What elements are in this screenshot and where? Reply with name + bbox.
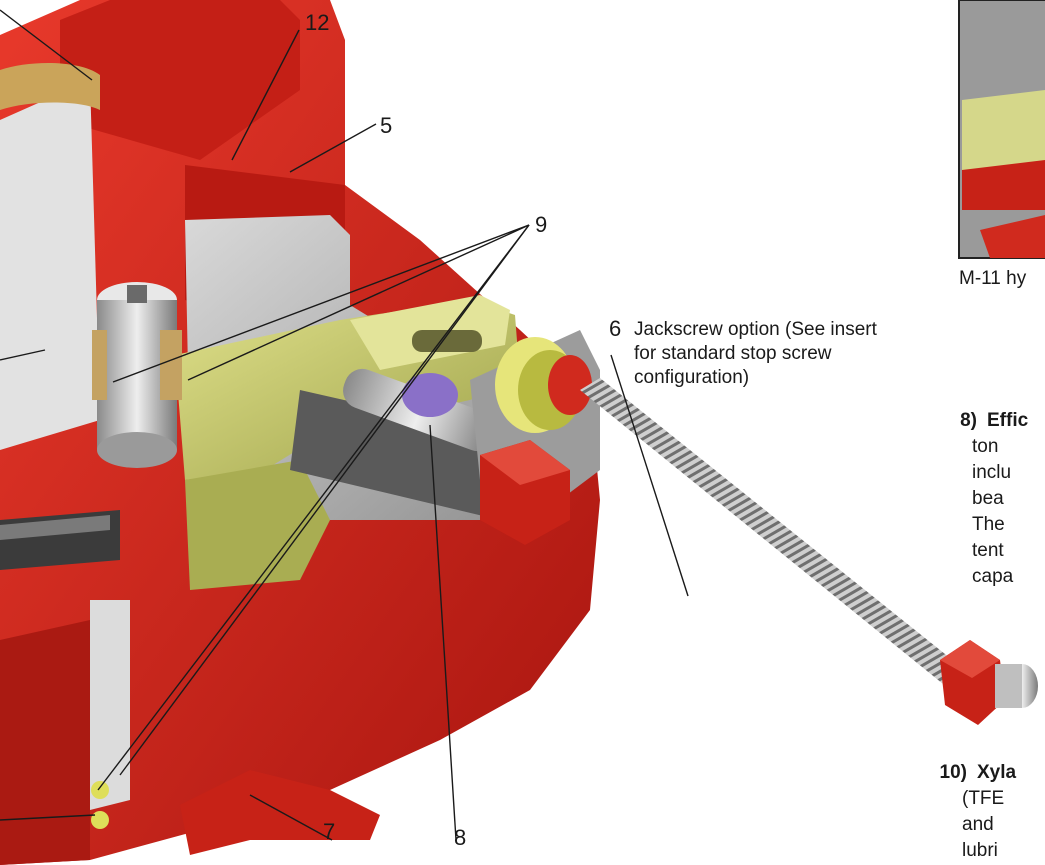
- list-item-10-line: and: [962, 814, 994, 835]
- jackscrew-note: 6 Jackscrew option (See insert for stand…: [609, 317, 904, 390]
- jackscrew: [580, 378, 1038, 725]
- inset-caption: M-11 hy: [959, 268, 1027, 289]
- callout-12: 12: [305, 10, 330, 35]
- list-item-8: 8) Effic ton inclu bea The tent capa: [929, 408, 1028, 590]
- list-item-10-title: Xyla: [977, 762, 1017, 783]
- callout-6: 6: [609, 316, 622, 341]
- list-item-10-line: (TFE: [962, 788, 1005, 809]
- list-item-8-label: 8): [960, 410, 977, 431]
- callout-9: 9: [535, 212, 548, 237]
- list-item-10-line: lubri: [962, 840, 998, 861]
- leader-lines: [0, 9, 689, 841]
- end-cap: [470, 330, 600, 545]
- callout-7: 7: [323, 819, 336, 844]
- jackscrew-note-text: Jackscrew option (See insert for standar…: [634, 319, 877, 388]
- list-item-8-line: inclu: [972, 462, 1012, 483]
- list-item-8-line: bea: [972, 488, 1004, 509]
- list-item-10-label: 10): [939, 762, 967, 783]
- callout-5: 5: [380, 113, 393, 138]
- list-item-8-line: ton: [972, 436, 999, 457]
- yoke-pin: [92, 282, 182, 468]
- callout-8: 8: [454, 825, 467, 850]
- mounting-feet: [0, 600, 380, 865]
- inset-image: [958, 0, 1045, 259]
- list-item-8-line: tent: [972, 540, 1004, 561]
- piston-rod: [0, 368, 520, 570]
- list-item-8-line: capa: [972, 566, 1014, 587]
- list-item-8-line: The: [972, 514, 1005, 535]
- list-item-8-title: Effic: [987, 410, 1029, 431]
- list-item-10: 10) Xyla (TFE and lubri: [919, 760, 1017, 864]
